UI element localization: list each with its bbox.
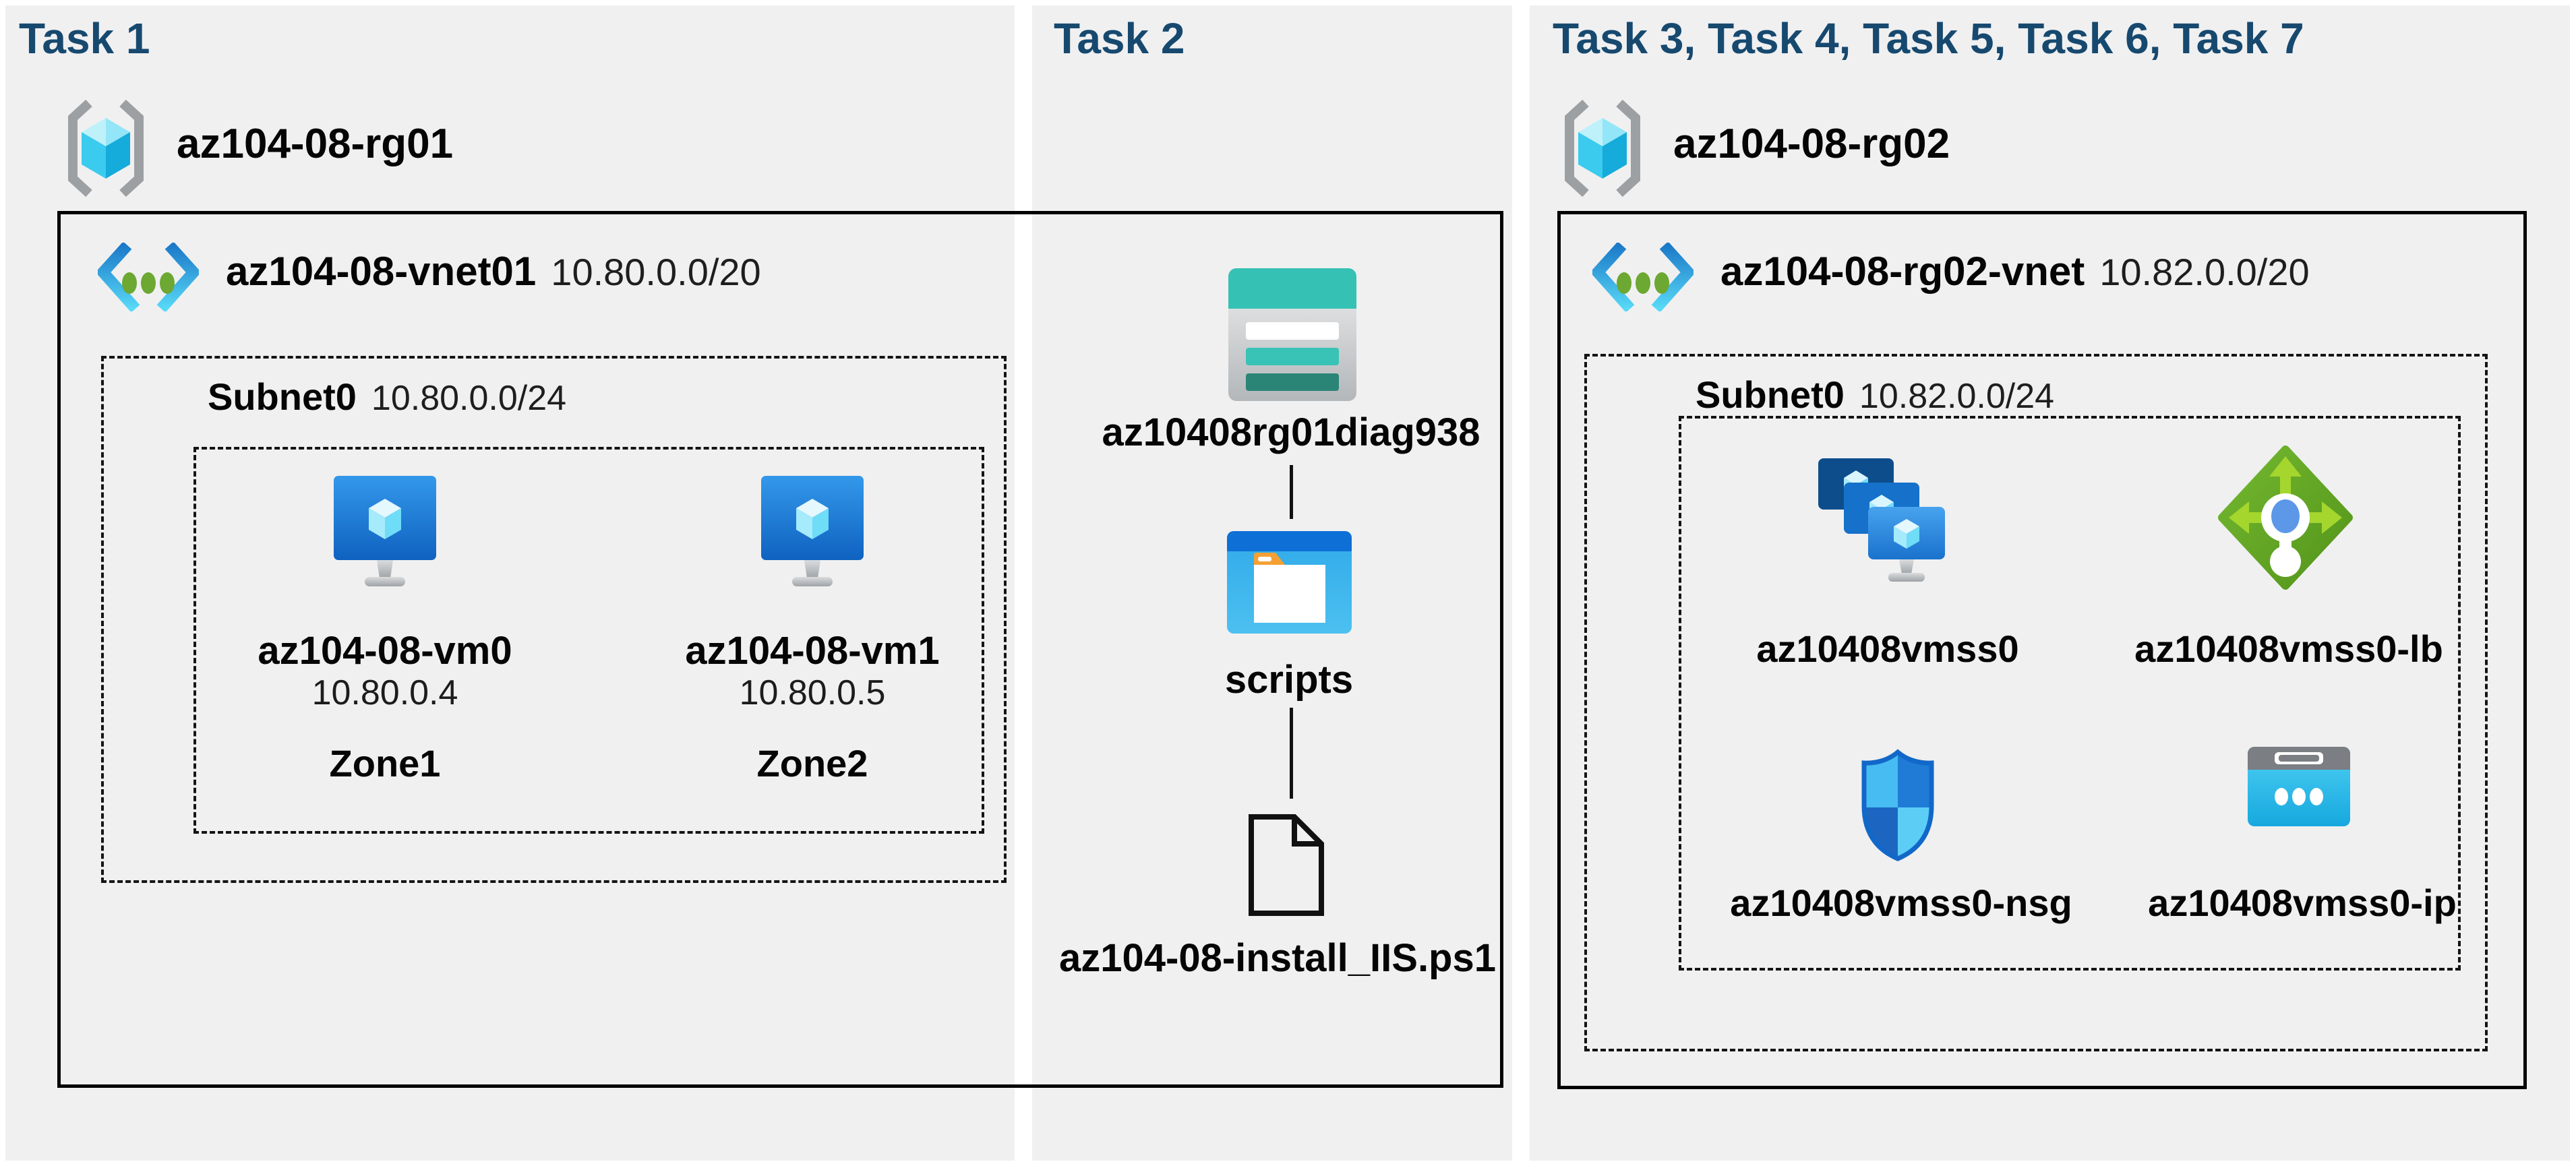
- nsg-shield-icon: [1861, 749, 1934, 861]
- vnet02-box: [1557, 211, 2527, 1089]
- task1-title: Task 1: [19, 14, 150, 63]
- subnet0-header-task3: Subnet0 10.82.0.0/24: [1696, 373, 2054, 417]
- subnet0-cidr: 10.80.0.0/24: [371, 379, 567, 418]
- resource-group-icon: [1565, 99, 1640, 197]
- vm0-ip: 10.80.0.4: [311, 673, 458, 712]
- vnet01-cidr: 10.80.0.0/20: [551, 251, 761, 293]
- storage-account-label: az10408rg01diag938: [1102, 410, 1480, 454]
- subnet0-box-task3: [1584, 354, 2488, 1051]
- document-icon: [1249, 814, 1324, 916]
- connector-storage-scripts: [1290, 465, 1293, 519]
- vnet01-box: [57, 211, 1503, 1088]
- rg01-label: az104-08-rg01: [177, 121, 454, 167]
- panel-task1: [5, 5, 1015, 1161]
- connector-scripts-file: [1290, 708, 1293, 799]
- public-ip-icon: [2248, 747, 2350, 826]
- vm0-name: az104-08-vm0: [258, 629, 512, 673]
- vm0-zone: Zone1: [329, 742, 441, 785]
- vnet01-name: az104-08-vnet01: [226, 249, 537, 294]
- vmss-group-box: [1679, 416, 2461, 971]
- subnet0-box-task1: [101, 356, 1007, 883]
- public-ip-label: az10408vmss0-ip: [2148, 882, 2457, 924]
- folder-window-icon: [1227, 531, 1352, 634]
- vnet02-cidr: 10.82.0.0/20: [2099, 251, 2310, 293]
- task2-title: Task 2: [1054, 14, 1185, 63]
- load-balancer-icon: [2218, 446, 2353, 590]
- load-balancer-label: az10408vmss0-lb: [2134, 627, 2443, 670]
- vnet-icon: [98, 243, 199, 311]
- vm1-name: az104-08-vm1: [685, 629, 940, 673]
- vnet02-name: az104-08-rg02-vnet: [1720, 249, 2085, 294]
- vm-group-box: [193, 447, 984, 834]
- subnet0-header-task1: Subnet0 10.80.0.0/24: [208, 375, 566, 419]
- task3-title: Task 3, Task 4, Task 5, Task 6, Task 7: [1553, 14, 2304, 63]
- vnet-icon: [1592, 243, 1694, 311]
- nsg-label: az10408vmss0-nsg: [1730, 882, 2072, 924]
- vm-monitor-icon: [334, 476, 436, 586]
- rg02-label: az104-08-rg02: [1673, 121, 1950, 167]
- vnet01-header: az104-08-vnet01 10.80.0.0/20: [226, 248, 761, 295]
- vm1-zone: Zone2: [756, 742, 868, 785]
- vm1-ip: 10.80.0.5: [739, 673, 886, 712]
- install-script-label: az104-08-install_IIS.ps1: [1059, 936, 1496, 980]
- subnet0-cidr: 10.82.0.0/24: [1859, 377, 2055, 416]
- subnet0-name: Subnet0: [208, 375, 357, 418]
- vmss-label: az10408vmss0: [1756, 627, 2019, 670]
- vmss-icon: [1818, 458, 1945, 582]
- scripts-container-label: scripts: [1224, 658, 1354, 702]
- storage-account-icon: [1228, 268, 1356, 401]
- vnet02-header: az104-08-rg02-vnet 10.82.0.0/20: [1720, 248, 2310, 295]
- vm-monitor-icon: [761, 476, 864, 586]
- resource-group-icon: [68, 99, 144, 197]
- subnet0-name: Subnet0: [1696, 373, 1845, 416]
